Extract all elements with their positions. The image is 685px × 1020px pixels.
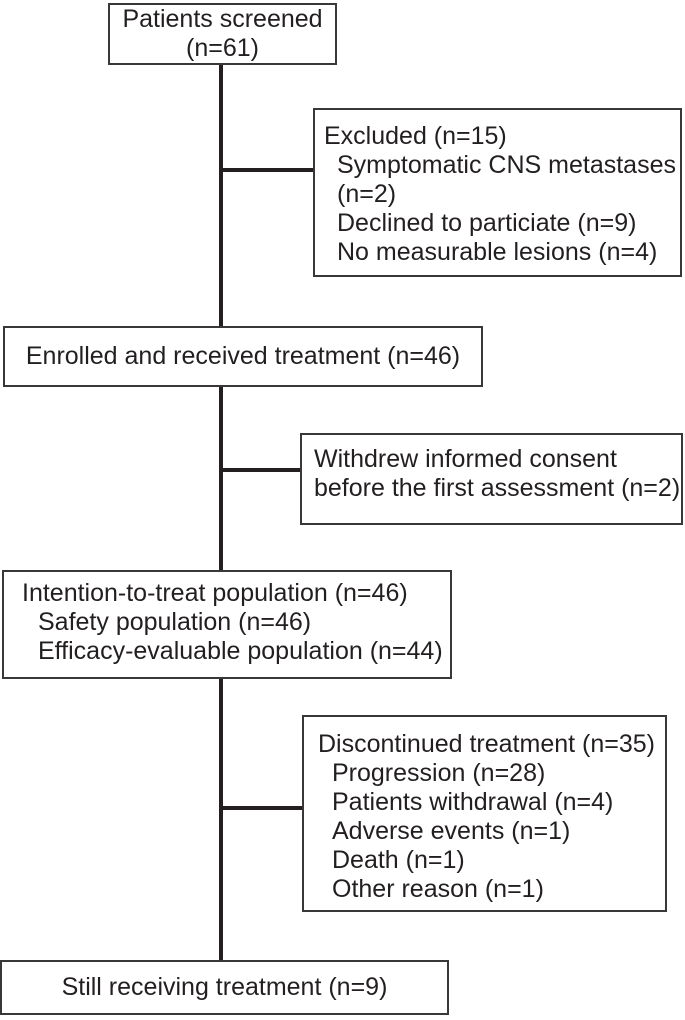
connector-trunk-itt-to-still (219, 679, 223, 960)
connector-branch-withdrew (219, 468, 300, 472)
box-still-receiving-treatment: Still receiving treatment (n=9) (0, 960, 449, 1015)
box-excluded: Excluded (n=15) Symptomatic CNS metastas… (313, 108, 682, 277)
discontinued-item-patients-withdrawal: Patients withdrawal (n=4) (332, 788, 614, 816)
connector-branch-excluded (219, 168, 313, 172)
withdrew-line1: Withdrew informed consent (314, 445, 617, 473)
discontinued-title: Discontinued treatment (n=35) (318, 730, 655, 758)
connector-branch-discontinued (219, 806, 302, 810)
itt-item-efficacy-evaluable: Efficacy-evaluable population (n=44) (38, 637, 443, 665)
discontinued-item-progression: Progression (n=28) (332, 759, 546, 787)
excluded-item-cns-metastases-count: (n=2) (337, 180, 397, 208)
box-withdrew-consent: Withdrew informed consent before the fir… (300, 433, 683, 525)
itt-title: Intention-to-treat population (n=46) (22, 579, 408, 607)
excluded-title: Excluded (n=15) (324, 122, 507, 150)
withdrew-line2: before the first assessment (n=2) (314, 474, 681, 502)
excluded-item-no-measurable-lesions: No measurable lesions (n=4) (337, 238, 658, 266)
enrolled-label: Enrolled and received treatment (n=46) (25, 342, 461, 370)
patients-screened-count: (n=61) (186, 34, 259, 62)
discontinued-item-death: Death (n=1) (332, 846, 465, 874)
excluded-item-cns-metastases: Symptomatic CNS metastases (337, 151, 676, 179)
itt-item-safety-population: Safety population (n=46) (38, 608, 312, 636)
box-enrolled: Enrolled and received treatment (n=46) (3, 326, 483, 387)
still-receiving-label: Still receiving treatment (n=9) (61, 973, 388, 1001)
discontinued-item-other-reason: Other reason (n=1) (332, 875, 544, 903)
patients-screened-line1: Patients screened (122, 5, 323, 33)
connector-trunk-enrolled-to-itt (219, 387, 223, 570)
box-discontinued-treatment: Discontinued treatment (n=35) Progressio… (302, 715, 667, 912)
connector-trunk-screened-to-enrolled (219, 65, 223, 326)
excluded-item-declined: Declined to particiate (n=9) (337, 209, 637, 237)
box-itt-population: Intention-to-treat population (n=46) Saf… (2, 570, 452, 679)
box-patients-screened: Patients screened (n=61) (108, 3, 337, 65)
discontinued-item-adverse-events: Adverse events (n=1) (332, 817, 571, 845)
